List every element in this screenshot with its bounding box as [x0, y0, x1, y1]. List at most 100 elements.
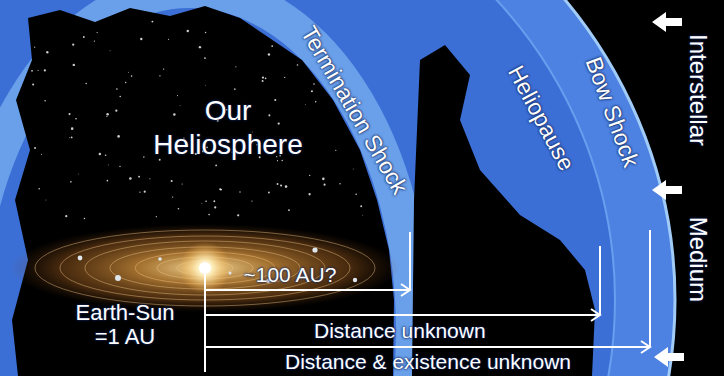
star [262, 80, 264, 82]
star [278, 122, 280, 124]
star [239, 191, 240, 192]
star [204, 57, 206, 59]
star [38, 70, 39, 71]
star [201, 202, 203, 204]
star [274, 99, 276, 101]
star [109, 50, 111, 52]
distance-label: Distance unknown [314, 320, 486, 342]
medium-label: Interstellar Medium [684, 34, 712, 302]
star [168, 39, 169, 40]
star [285, 185, 288, 188]
star [297, 64, 299, 66]
star [77, 173, 79, 175]
star [163, 68, 164, 69]
star [73, 64, 75, 66]
boundary-label: Termination Shock [296, 22, 413, 199]
boundary-label: Heliopause [503, 61, 580, 175]
star [313, 83, 315, 85]
star [68, 113, 70, 115]
star [117, 135, 120, 138]
planet [312, 247, 317, 252]
distance-markers [205, 230, 650, 372]
planet [158, 257, 162, 261]
star [251, 201, 252, 202]
star [106, 116, 107, 117]
distance-line [205, 289, 409, 291]
origin-line [204, 272, 206, 372]
star [280, 184, 282, 186]
star [309, 175, 310, 176]
star [32, 83, 34, 85]
flow-arrow [652, 180, 682, 200]
star [311, 90, 313, 92]
star [339, 183, 340, 184]
star [277, 183, 279, 185]
star [322, 178, 325, 181]
star [360, 205, 362, 207]
star [271, 45, 273, 47]
star [119, 96, 121, 98]
star [143, 156, 144, 157]
flow-arrow [654, 347, 684, 367]
arrowhead [641, 341, 650, 353]
distance-tick [649, 230, 651, 347]
star [235, 66, 236, 67]
star [99, 153, 101, 155]
star [45, 199, 47, 201]
star [304, 104, 306, 106]
star [187, 30, 189, 32]
star [138, 176, 140, 178]
star [127, 71, 129, 73]
star [107, 180, 109, 182]
star [219, 188, 221, 190]
star [140, 38, 142, 40]
star [151, 21, 153, 23]
planet [78, 256, 83, 261]
star [205, 32, 206, 33]
star [268, 114, 270, 116]
star [220, 189, 222, 191]
star [234, 88, 236, 90]
star [268, 192, 270, 194]
star [268, 53, 270, 55]
star [281, 160, 282, 161]
star [68, 137, 70, 139]
star [107, 164, 109, 166]
distance-tick [409, 232, 411, 290]
star [205, 84, 207, 86]
star [44, 100, 46, 102]
star [144, 191, 146, 193]
star [71, 127, 74, 130]
star [208, 214, 210, 216]
star [116, 88, 118, 90]
star [335, 150, 336, 151]
star [131, 75, 133, 77]
star [31, 70, 33, 72]
star [115, 110, 117, 112]
star [265, 78, 267, 80]
star [34, 47, 35, 48]
star [119, 166, 120, 167]
planet [353, 278, 357, 282]
scale-note: Earth-Sun =1 AU [63, 301, 188, 349]
bow-shock-region [0, 0, 675, 376]
star [182, 183, 183, 184]
distance-tick [599, 246, 601, 315]
distance-label: Distance & existence unknown [285, 351, 571, 373]
star [323, 184, 325, 186]
star [38, 188, 40, 190]
star [46, 51, 48, 53]
star [179, 104, 181, 106]
arrowhead [591, 309, 600, 321]
star [129, 177, 132, 180]
star [139, 192, 140, 193]
star [159, 75, 160, 76]
star [75, 118, 77, 120]
star [65, 215, 67, 217]
boundary-label: Bow Shock [580, 53, 644, 170]
star [125, 82, 126, 83]
star [173, 113, 176, 116]
star [41, 154, 42, 155]
star [237, 214, 239, 216]
star [362, 214, 364, 216]
